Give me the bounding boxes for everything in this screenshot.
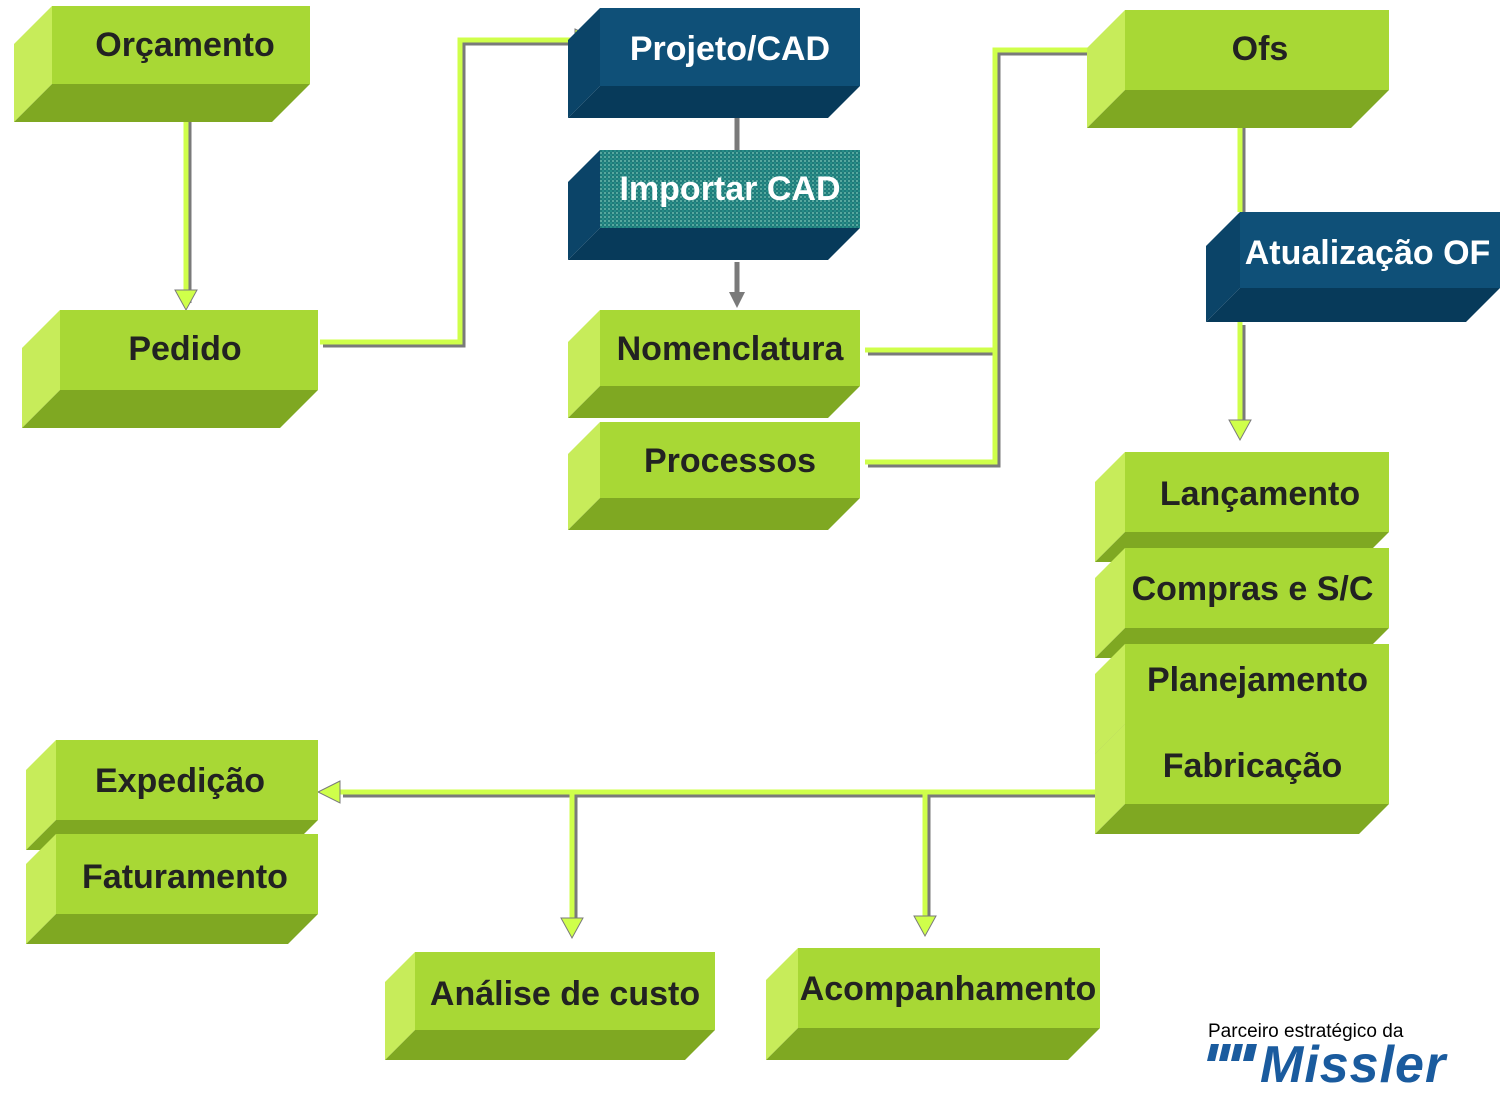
connector-nomenclatura-ofs: [868, 50, 1103, 356]
box-projeto-cad: [568, 8, 860, 118]
node-acompanhamento: Acompanhamento: [799, 970, 1097, 1008]
box-faturamento: [26, 834, 318, 944]
node-pedido: Pedido: [128, 330, 242, 368]
connector-processos-ofs: [868, 353, 1001, 468]
missler-logo-icon: [1207, 1044, 1257, 1061]
node-analise-de-custo: Análise de custo: [429, 975, 701, 1013]
box-nomenclatura: [568, 310, 860, 418]
box-acompanhamento: [766, 948, 1100, 1060]
box-fabricacao: [1095, 724, 1389, 834]
connectors: [174, 28, 1252, 940]
node-ofs: Ofs: [1231, 30, 1289, 68]
node-planejamento: Planejamento: [1146, 661, 1369, 699]
node-faturamento: Faturamento: [82, 858, 288, 896]
node-lancamento: Lançamento: [1159, 475, 1361, 513]
node-atualizacao-of: Atualização OF: [1244, 234, 1491, 272]
box-atualizacao-of: [1206, 212, 1500, 322]
flow-diagram: [14, 6, 1500, 1060]
connector-pedido-projeto: [323, 40, 578, 348]
box-analise-de-custo: [385, 952, 715, 1060]
node-orcamento: Orçamento: [95, 26, 275, 64]
boxes: [14, 6, 1500, 1060]
missler-logo-text: Missler: [1260, 1036, 1447, 1094]
node-compras-sc: Compras e S/C: [1131, 570, 1374, 608]
node-nomenclatura: Nomenclatura: [616, 330, 844, 368]
node-importar-cad: Importar CAD: [619, 170, 841, 208]
box-pedido: [22, 310, 318, 428]
box-lancamento: [1095, 452, 1389, 562]
node-processos: Processos: [644, 442, 816, 480]
box-orcamento: [14, 6, 310, 122]
box-importar-cad: [568, 150, 860, 260]
box-ofs: [1087, 10, 1389, 128]
node-expedicao: Expedição: [94, 762, 266, 800]
node-fabricacao: Fabricação: [1162, 747, 1343, 785]
partner-caption: Parceiro estratégico da: [1208, 1021, 1404, 1042]
box-processos: [568, 422, 860, 530]
node-projeto-cad: Projeto/CAD: [629, 30, 831, 68]
missler-logo: [1205, 1044, 1261, 1061]
